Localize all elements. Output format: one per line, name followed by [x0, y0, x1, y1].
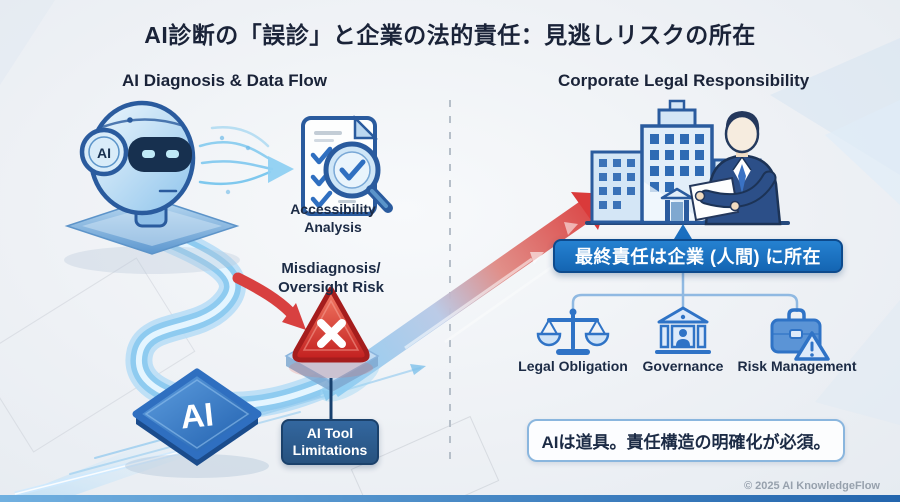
error-triangle-icon	[292, 286, 370, 363]
misdiagnosis-risk-label: Misdiagnosis/ Oversight Risk	[258, 260, 404, 298]
conclusion-box: AIは道具。責任構造の明確化が必須。	[527, 419, 845, 462]
accessibility-line1: Accessibility	[290, 201, 376, 217]
ai-chip-label: AI	[179, 395, 216, 435]
bank-icon	[655, 306, 711, 354]
pillar-label-risk-management: Risk Management	[737, 358, 857, 374]
copyright-text: © 2025 AI KnowledgeFlow	[743, 480, 880, 492]
pillar-label-legal-obligation: Legal Obligation	[518, 358, 628, 374]
data-flow-arrow	[198, 125, 294, 195]
x-mark-icon	[317, 319, 346, 348]
ai-tool-limitations-box: AI Tool Limitations	[281, 419, 379, 465]
accessibility-analysis-label: Accessibility Analysis	[276, 201, 390, 236]
right-section-header: Corporate Legal Responsibility	[558, 71, 810, 90]
red-risk-arrow	[232, 272, 306, 330]
accessibility-line2: Analysis	[304, 218, 362, 235]
left-section-header: AI Diagnosis & Data Flow	[122, 71, 327, 90]
scales-icon	[536, 308, 610, 355]
limitations-line1: AI Tool	[306, 424, 354, 441]
briefcase-warning-icon	[770, 308, 830, 361]
bottom-accent-bar	[0, 495, 900, 502]
misdiagnosis-line2: Oversight Risk	[278, 278, 384, 296]
pillar-label-governance: Governance	[642, 358, 724, 374]
businessman-figure	[688, 111, 782, 226]
limitations-line2: Limitations	[292, 442, 368, 458]
ai-badge: AI	[79, 127, 129, 177]
misdiagnosis-line1: Misdiagnosis/	[281, 260, 381, 277]
magnifier-icon	[323, 141, 393, 213]
data-pipe	[69, 221, 426, 475]
page-title: AI診断の「誤診」と企業の法的責任：見逃しリスクの所在	[144, 22, 756, 48]
document-check-icon	[301, 114, 393, 216]
ai-badge-label: AI	[97, 145, 111, 161]
ai-chip: AI	[125, 368, 269, 478]
responsibility-banner: 最終責任は企業 (人間) に所在	[553, 239, 843, 273]
robot-head-icon: AI	[79, 100, 196, 228]
